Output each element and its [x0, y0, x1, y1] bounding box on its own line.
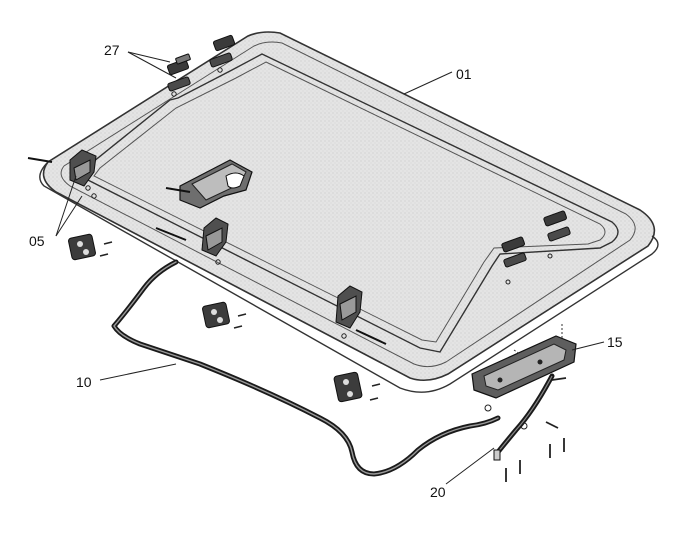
callout-05: 05 [29, 233, 45, 249]
callout-10: 10 [76, 374, 92, 390]
hinge-plate-3 [333, 371, 381, 403]
leader-lines [55, 51, 605, 485]
hinge-right [335, 285, 363, 339]
rod-marks [27, 157, 387, 345]
stay-rod [111, 259, 501, 477]
hinge-center [201, 217, 229, 265]
callout-27: 27 [104, 42, 120, 58]
hinge-left [69, 149, 97, 199]
callout-20: 20 [430, 484, 446, 500]
cable-part-20 [493, 373, 555, 461]
bracket-part-15 [471, 324, 577, 430]
callout-15: 15 [607, 334, 623, 350]
hinge-plate-1 [68, 233, 113, 261]
callout-01: 01 [456, 66, 472, 82]
clip-parts-right [501, 210, 571, 285]
clip-parts-27 [166, 34, 236, 97]
hinge-plate-2 [202, 301, 247, 329]
lid-panel [39, 31, 659, 393]
screws [505, 421, 565, 482]
latch-mechanism [165, 159, 253, 209]
